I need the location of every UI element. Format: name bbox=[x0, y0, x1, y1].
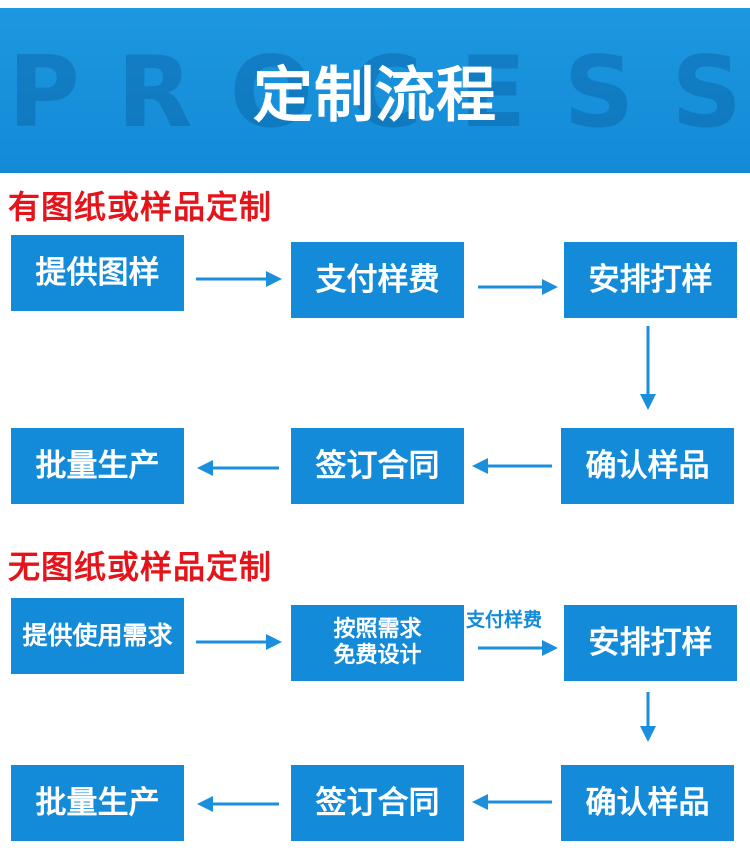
section-title-with-drawing: 有图纸或样品定制 bbox=[8, 188, 273, 226]
arrow-left-icon bbox=[472, 794, 552, 810]
watermark-letter: S bbox=[671, 36, 742, 150]
step-sign-contract: 签订合同 bbox=[291, 428, 464, 504]
arrow-right-icon bbox=[196, 271, 282, 287]
step-arrange-sampling: 安排打样 bbox=[564, 605, 737, 681]
arrow-label-pay-fee: 支付样费 bbox=[466, 609, 543, 631]
step-free-design-line1: 按照需求 bbox=[333, 617, 422, 642]
section-title-without-drawing: 无图纸或样品定制 bbox=[8, 548, 273, 586]
step-arrange-sampling: 安排打样 bbox=[564, 242, 737, 318]
watermark-letter: E bbox=[459, 36, 527, 150]
watermark-letter: R bbox=[117, 36, 193, 150]
step-mass-production: 批量生产 bbox=[11, 428, 184, 504]
step-pay-sample-fee: 支付样费 bbox=[291, 242, 464, 318]
banner-watermark: P R O C E S S bbox=[0, 36, 750, 150]
watermark-letter: S bbox=[563, 36, 635, 150]
arrow-down-icon bbox=[640, 692, 656, 742]
step-provide-requirements: 提供使用需求 bbox=[11, 598, 184, 674]
watermark-letter: P bbox=[8, 36, 80, 150]
watermark-letter: C bbox=[350, 36, 423, 150]
step-provide-drawing: 提供图样 bbox=[11, 235, 184, 311]
arrow-right-icon bbox=[478, 640, 558, 656]
step-mass-production: 批量生产 bbox=[11, 765, 184, 841]
arrow-left-icon bbox=[472, 458, 552, 474]
arrow-right-icon bbox=[196, 634, 282, 650]
arrow-down-icon bbox=[640, 326, 656, 410]
arrow-left-icon bbox=[197, 460, 279, 476]
arrow-left-icon bbox=[197, 796, 279, 812]
step-sign-contract: 签订合同 bbox=[291, 765, 464, 841]
page-title: 定制流程 bbox=[253, 61, 497, 131]
watermark-letter: O bbox=[229, 36, 314, 150]
step-confirm-sample: 确认样品 bbox=[561, 428, 734, 504]
step-free-design: 按照需求 免费设计 bbox=[291, 605, 464, 681]
arrow-right-icon bbox=[478, 279, 558, 295]
step-free-design-line2: 免费设计 bbox=[333, 643, 422, 668]
header-banner: P R O C E S S 定制流程 bbox=[0, 8, 750, 173]
step-confirm-sample: 确认样品 bbox=[561, 765, 734, 841]
